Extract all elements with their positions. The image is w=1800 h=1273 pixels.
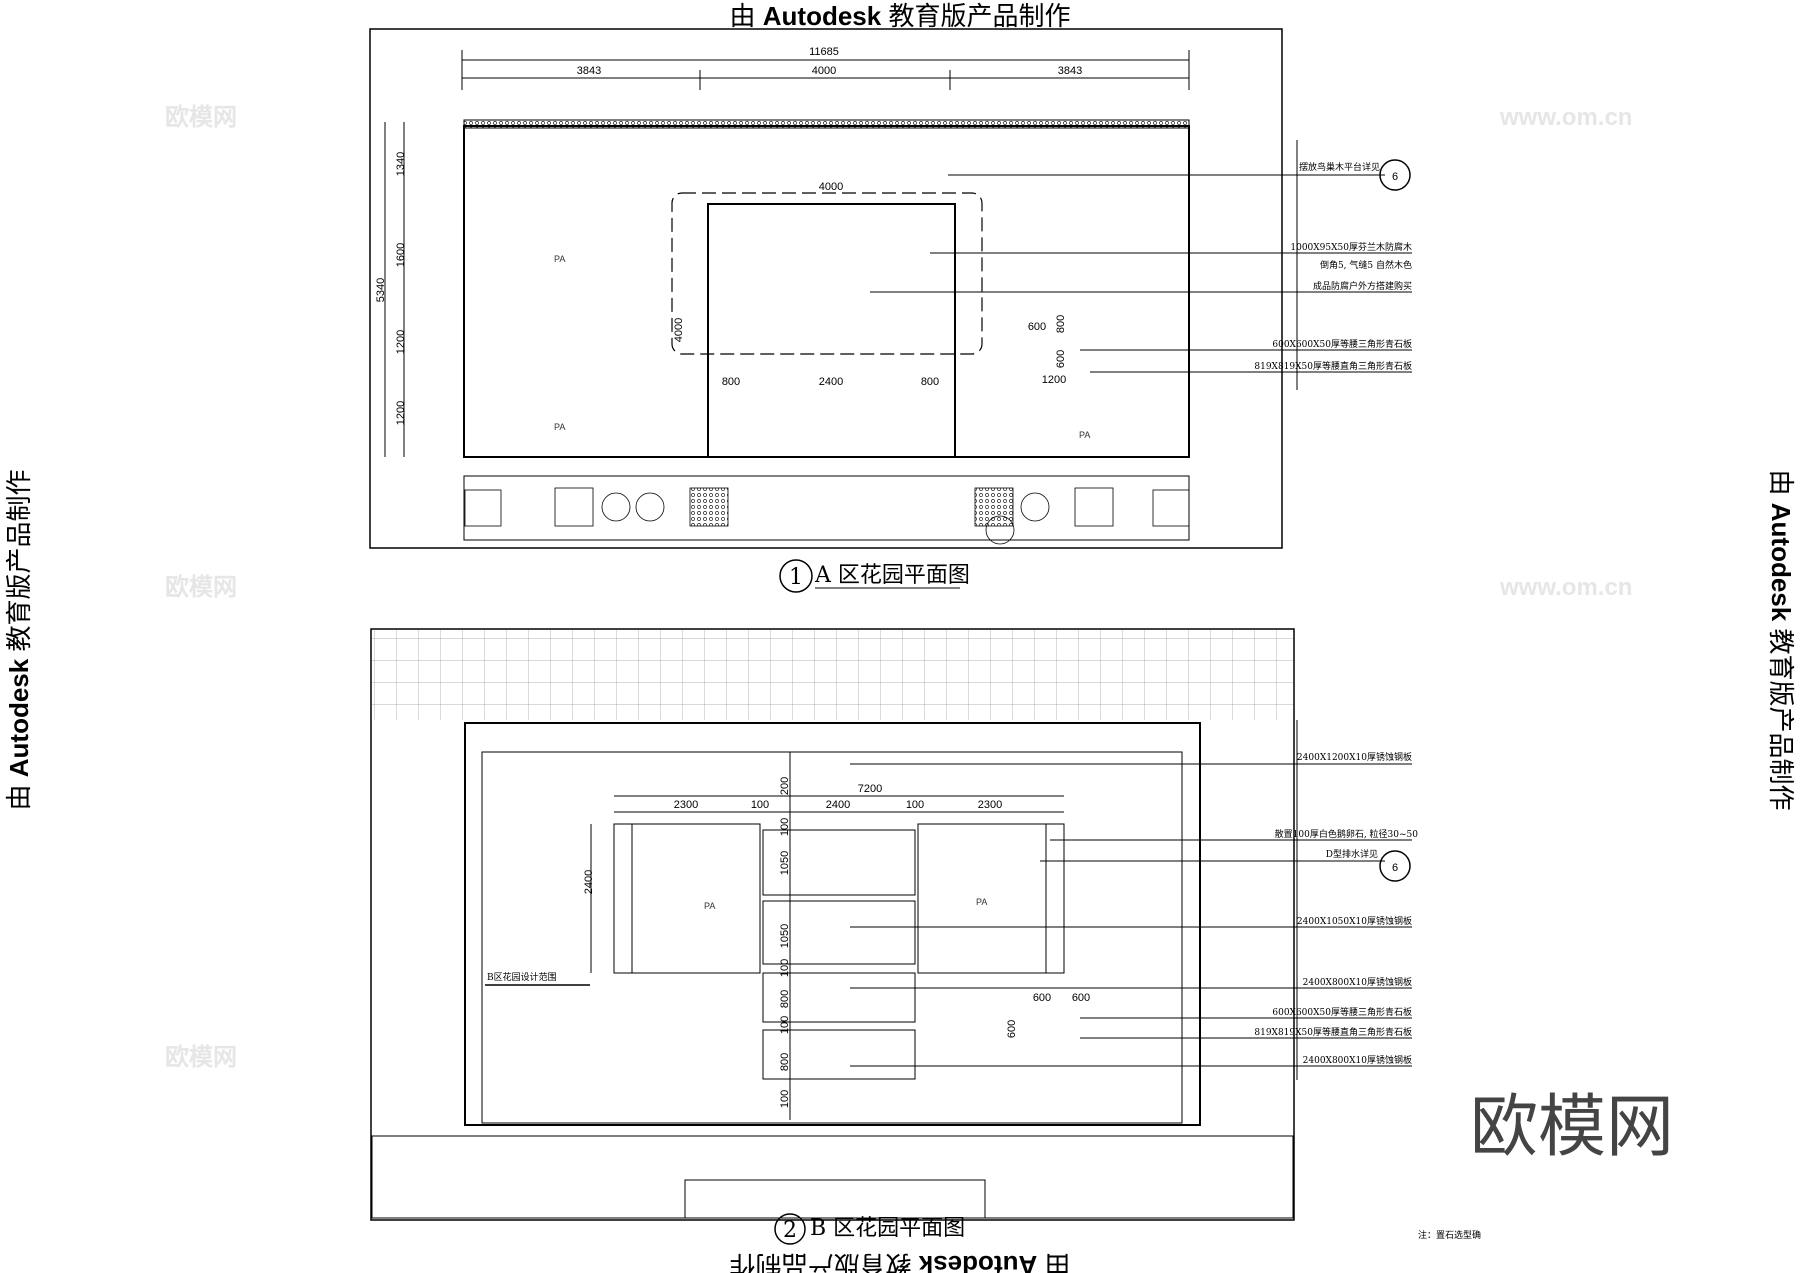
detail-callout-number: 6 xyxy=(1392,171,1398,183)
plan-a-furniture xyxy=(464,487,1190,545)
plan-a-number: 1 xyxy=(789,565,803,590)
plan-a-edge-strip xyxy=(463,475,1190,541)
material-tag: PA xyxy=(1079,430,1090,440)
plan-b-pebble-right xyxy=(917,823,1065,974)
dim-row: 1600 xyxy=(395,243,407,267)
annotation: D型排水详见 xyxy=(1326,848,1378,860)
dim: 600 xyxy=(1055,350,1067,368)
dim: 600 xyxy=(1028,321,1046,333)
dim: 100 xyxy=(779,1016,791,1034)
annotation: 819X819X50厚等腰直角三角形青石板 xyxy=(1254,360,1412,372)
dim: 600 xyxy=(1072,992,1090,1004)
annotation: 600X600X50厚等腰三角形青石板 xyxy=(1272,338,1412,350)
dim: 100 xyxy=(779,959,791,977)
plan-a: 11685 3843 4000 3843 5340 1340 1600 1200… xyxy=(369,28,1412,593)
material-tag: PA xyxy=(704,901,715,911)
dim: 2400 xyxy=(583,870,595,894)
dim-left: 3843 xyxy=(577,65,601,77)
material-tag: PA xyxy=(554,422,565,432)
annotation: 2400X800X10厚锈蚀钢板 xyxy=(1303,976,1412,988)
plan-b: 7200 2300 100 2400 100 2300 200 100 1050… xyxy=(370,628,1419,1245)
dim: 600 xyxy=(1033,992,1051,1004)
plan-b-pebble-left xyxy=(613,823,761,974)
dim: 2400 xyxy=(826,799,850,811)
annotation: 600X600X50厚等腰三角形青石板 xyxy=(1272,1006,1412,1018)
annotation: 819X819X50厚等腰直角三角形青石板 xyxy=(1254,1026,1412,1038)
autodesk-watermark-left: 由 Autodesk 教育版产品制作 xyxy=(4,470,34,811)
dim-row: 1200 xyxy=(395,330,407,354)
scope-label: B区花园设计范围 xyxy=(487,971,557,983)
dim: 1050 xyxy=(779,924,791,948)
material-tag: PA xyxy=(554,254,565,264)
annotation: 2400X1050X10厚锈蚀钢板 xyxy=(1297,915,1412,927)
dim: 800 xyxy=(921,376,939,388)
plan-a-deck xyxy=(707,203,956,458)
material-tag: PA xyxy=(976,897,987,907)
autodesk-watermark-right: 由 Autodesk 教育版产品制作 xyxy=(1766,470,1796,811)
dim: 2300 xyxy=(978,799,1002,811)
autodesk-watermark-bottom: 由 Autodesk 教育版产品制作 xyxy=(730,1250,1071,1273)
annotation: 倒角5, 气缝5 自然木色 xyxy=(1320,259,1412,271)
dim-inner-width: 4000 xyxy=(819,181,843,193)
plan-b-frame xyxy=(370,628,1295,1221)
dim-right: 3843 xyxy=(1058,65,1082,77)
site-url-watermark: www.om.cn xyxy=(1499,574,1632,601)
dim-mid: 4000 xyxy=(812,65,836,77)
plan-b-lower-paving xyxy=(371,1135,1294,1219)
plan-a-platform-outline xyxy=(671,192,983,355)
dim-total-width: 11685 xyxy=(809,46,839,58)
site-watermarks: 欧模网 欧模网 欧模网 www.om.cn www.om.cn xyxy=(165,103,1632,1071)
site-logo: 欧模网 xyxy=(1470,1088,1674,1167)
plan-a-title: A 区花园平面图 xyxy=(814,563,970,588)
dim: 200 xyxy=(779,777,791,795)
dim: 2400 xyxy=(819,376,843,388)
detail-callout xyxy=(1379,159,1411,191)
dim: 100 xyxy=(779,1090,791,1108)
plan-b-steel-plates xyxy=(481,751,1183,1124)
annotation: 1000X95X50厚芬兰木防腐木 xyxy=(1290,241,1412,253)
plan-b-number: 2 xyxy=(783,1218,797,1243)
dim: 600 xyxy=(1006,1020,1018,1038)
site-watermark: 欧模网 xyxy=(165,1043,237,1071)
dim-row: 1200 xyxy=(395,401,407,425)
dim: 800 xyxy=(722,376,740,388)
dim-inner-height: 4000 xyxy=(673,318,685,342)
dim: 800 xyxy=(1055,315,1067,333)
annotation: 散置100厚白色鹅卵石, 粒径30~50 xyxy=(1275,828,1419,840)
dim: 800 xyxy=(779,1053,791,1071)
plan-b-center-plates xyxy=(762,829,916,1080)
dim-total: 7200 xyxy=(858,783,882,795)
dim: 1050 xyxy=(779,851,791,875)
dim-row: 1340 xyxy=(395,152,407,176)
detail-callout-number: 6 xyxy=(1392,862,1398,874)
annotation: 2400X1200X10厚锈蚀钢板 xyxy=(1297,751,1412,763)
dim: 100 xyxy=(906,799,924,811)
autodesk-watermark-top: 由 Autodesk 教育版产品制作 xyxy=(730,1,1071,31)
dim: 2300 xyxy=(674,799,698,811)
annotation: 成品防腐户外方搭建购买 xyxy=(1313,280,1412,292)
dim-total-height: 5340 xyxy=(375,278,387,302)
dim: 800 xyxy=(779,990,791,1008)
site-watermark: 欧模网 xyxy=(165,103,237,131)
note: 注：置石选型确 xyxy=(1418,1229,1481,1241)
annotation: 摆放鸟巢木平台详见 xyxy=(1299,161,1380,173)
dim: 1200 xyxy=(1042,374,1066,386)
site-watermark: 欧模网 xyxy=(165,573,237,601)
dim: 100 xyxy=(779,818,791,836)
plan-b-title: B 区花园平面图 xyxy=(810,1216,965,1241)
plan-a-frame xyxy=(369,28,1283,549)
dim: 100 xyxy=(751,799,769,811)
annotation: 2400X800X10厚锈蚀钢板 xyxy=(1303,1054,1412,1066)
site-url-watermark: www.om.cn xyxy=(1499,104,1632,131)
